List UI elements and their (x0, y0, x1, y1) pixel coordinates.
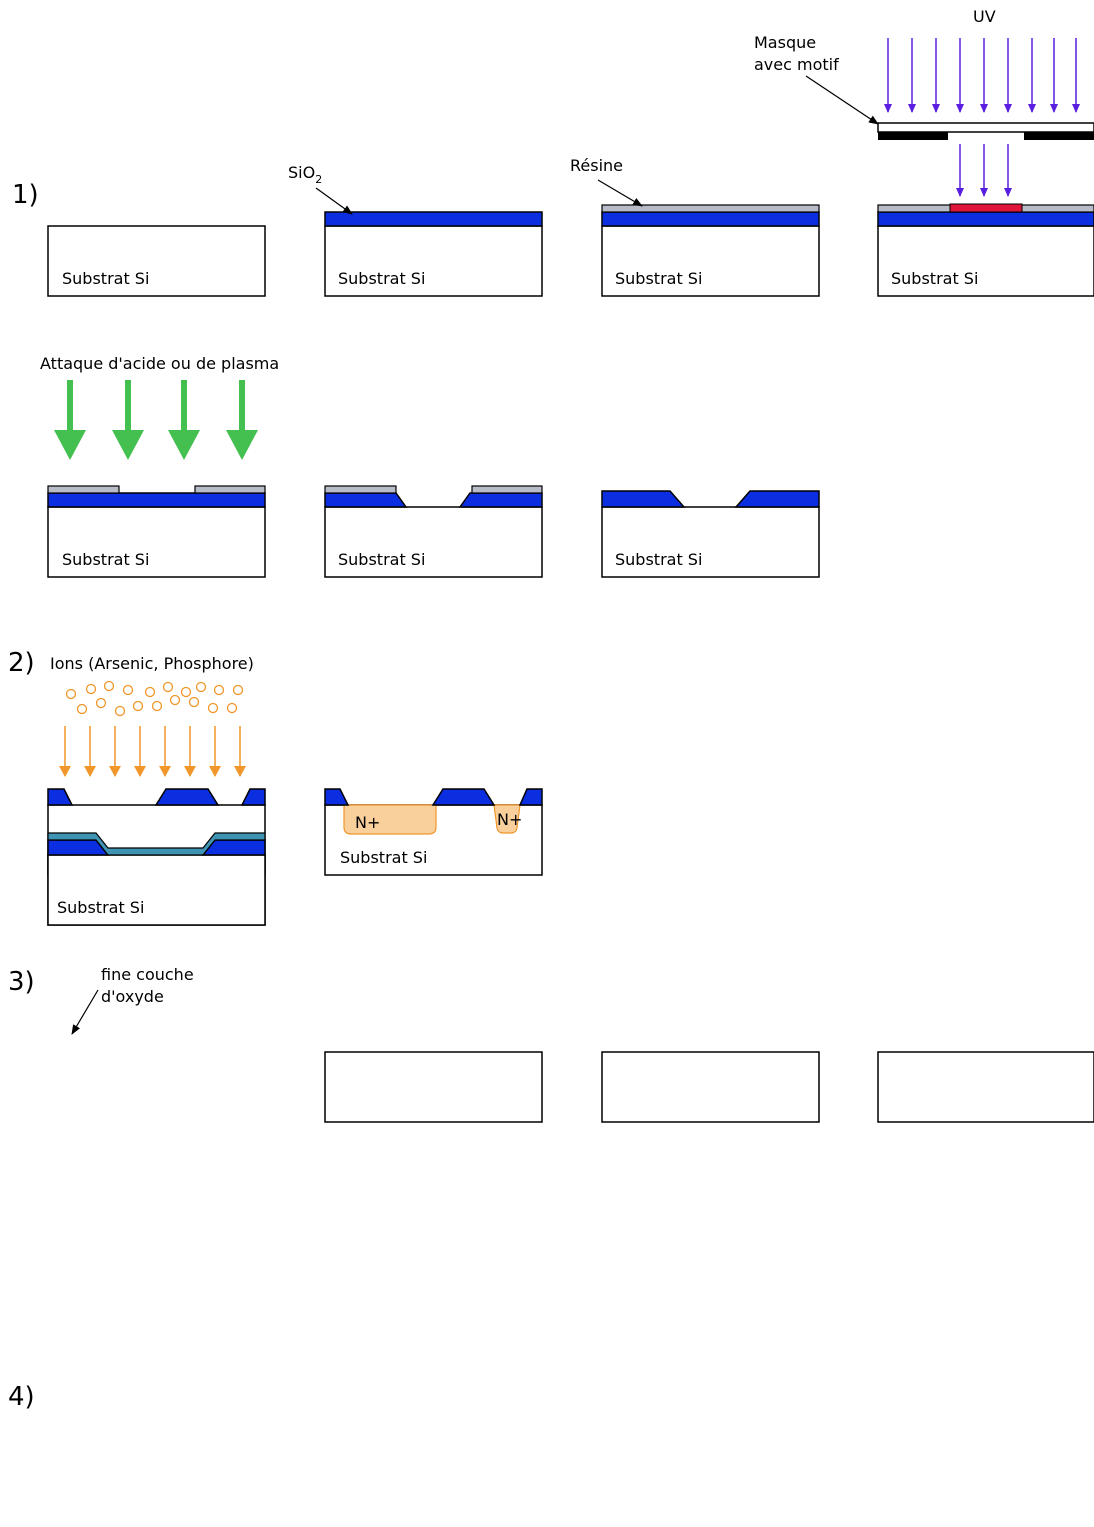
substrate-label: Substrat Si (891, 269, 978, 288)
sio2-layer (324, 211, 543, 227)
mask-glass (877, 122, 1094, 133)
stage-3c (601, 1051, 820, 1123)
mask-label-line2: avec motif (754, 55, 839, 74)
substrate-label: Substrat Si (62, 550, 149, 569)
resist-right (471, 485, 543, 494)
etch-label: Attaque d'acide ou de plasma (40, 354, 279, 373)
stage-1e: Substrat Si (47, 485, 266, 578)
ion-arrows (59, 726, 246, 777)
resist-layer (601, 204, 820, 213)
resist-left (324, 485, 397, 494)
substrate (47, 506, 266, 578)
step-4-label: 4) (8, 1382, 35, 1412)
step-3-label: 3) (8, 967, 35, 997)
ions-label: Ions (Arsenic, Phosphore) (50, 654, 254, 673)
thin-oxide-pointer (71, 989, 99, 1035)
mask-pointer (805, 75, 879, 125)
substrate (47, 854, 266, 926)
stage-1d: UV Masque avec motif Substrat Si (754, 7, 1094, 297)
stage-1c: Substrat Si Résine (570, 156, 820, 297)
stage-2b: N+ N+ Substrat Si (324, 788, 543, 876)
stage-3b (324, 1051, 543, 1123)
substrate-label: Substrat Si (615, 550, 702, 569)
substrate (324, 506, 543, 578)
uv-arrows (884, 38, 1080, 113)
substrate-label: Substrat Si (615, 269, 702, 288)
stage-1a: Substrat Si (47, 225, 266, 297)
substrate (601, 506, 820, 578)
sio2-etched (734, 490, 820, 508)
sio2-etched (324, 492, 408, 508)
thin-oxide-label-line1: fine couche (101, 965, 194, 984)
substrate (601, 1051, 820, 1123)
substrate (877, 1051, 1094, 1123)
substrate-label: Substrat Si (62, 269, 149, 288)
substrate-label: Substrat Si (340, 848, 427, 867)
sio2-pointer (315, 187, 353, 215)
sio2-layer (47, 492, 266, 508)
sio2-island (431, 788, 496, 806)
stage-1g: Substrat Si (601, 490, 820, 578)
substrate-label: Substrat Si (338, 269, 425, 288)
mask-opaque-right (1024, 132, 1094, 140)
step-2-label: 2) (8, 648, 35, 678)
sio2-layer (877, 211, 1094, 227)
substrate-label: Substrat Si (338, 550, 425, 569)
sio2-island (324, 788, 350, 806)
stage-3d (877, 1051, 1094, 1123)
sio2-etched (601, 490, 686, 508)
thin-oxide-label-line2: d'oxyde (101, 987, 164, 1006)
sio2-layer (601, 211, 820, 227)
ion-particles (65, 680, 244, 717)
substrate (324, 1051, 543, 1123)
sio2-etched (458, 492, 543, 508)
n-plus-label: N+ (497, 810, 522, 829)
resist-pointer (597, 179, 643, 207)
substrate (47, 225, 266, 297)
mask-opaque-left (878, 132, 948, 140)
sio2-label: SiO2 (288, 163, 322, 186)
resist-left (47, 485, 120, 494)
resist-right (194, 485, 266, 494)
sio2-island (47, 788, 74, 806)
exposed-resist (949, 203, 1023, 213)
n-plus-label: N+ (355, 813, 380, 832)
sio2-island (240, 788, 266, 806)
stage-3a-content: Substrat Si fine couche d'oxyde (47, 832, 266, 1035)
uv-label: UV (973, 7, 996, 26)
n-plus-region (343, 804, 437, 835)
sio2-island (518, 788, 543, 806)
stage-1f: Substrat Si (324, 485, 543, 578)
thin-oxide-layer (47, 832, 266, 856)
sio2-island (154, 788, 220, 806)
resist-label: Résine (570, 156, 623, 175)
step-1-label: 1) (12, 180, 39, 210)
stage-1b: Substrat Si SiO2 (288, 163, 543, 297)
uv-transmitted-arrows (956, 144, 1012, 197)
n-plus-region (493, 804, 521, 834)
mask-label-line1: Masque (754, 33, 816, 52)
substrate-label: Substrat Si (57, 898, 144, 917)
etch-arrows (54, 380, 258, 460)
substrate (324, 225, 543, 297)
